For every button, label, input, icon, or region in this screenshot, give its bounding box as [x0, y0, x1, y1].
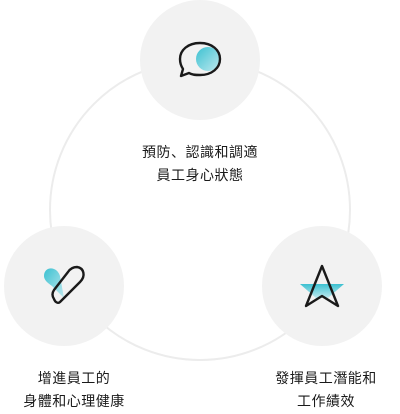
- arrow-up-icon: [300, 264, 344, 308]
- center-caption: 預防、認識和調適 員工身心狀態: [110, 142, 290, 188]
- caption-line: 預防、認識和調適: [142, 145, 258, 161]
- heart-icon: [44, 265, 85, 304]
- caption-line: 發揮員工潛能和: [275, 371, 377, 387]
- right-caption: 發揮員工潛能和 工作績效: [252, 368, 400, 414]
- heart-node: [4, 226, 124, 346]
- speech-bubble-icon: [178, 41, 222, 78]
- caption-line: 身體和心理健康: [23, 394, 125, 410]
- caption-line: 員工身心狀態: [156, 168, 244, 184]
- speech-bubble-node: [140, 0, 260, 120]
- left-caption: 增進員工的 身體和心理健康: [0, 368, 148, 414]
- caption-line: 增進員工的: [37, 371, 111, 387]
- caption-line: 工作績效: [297, 394, 355, 410]
- arrow-node: [262, 226, 382, 346]
